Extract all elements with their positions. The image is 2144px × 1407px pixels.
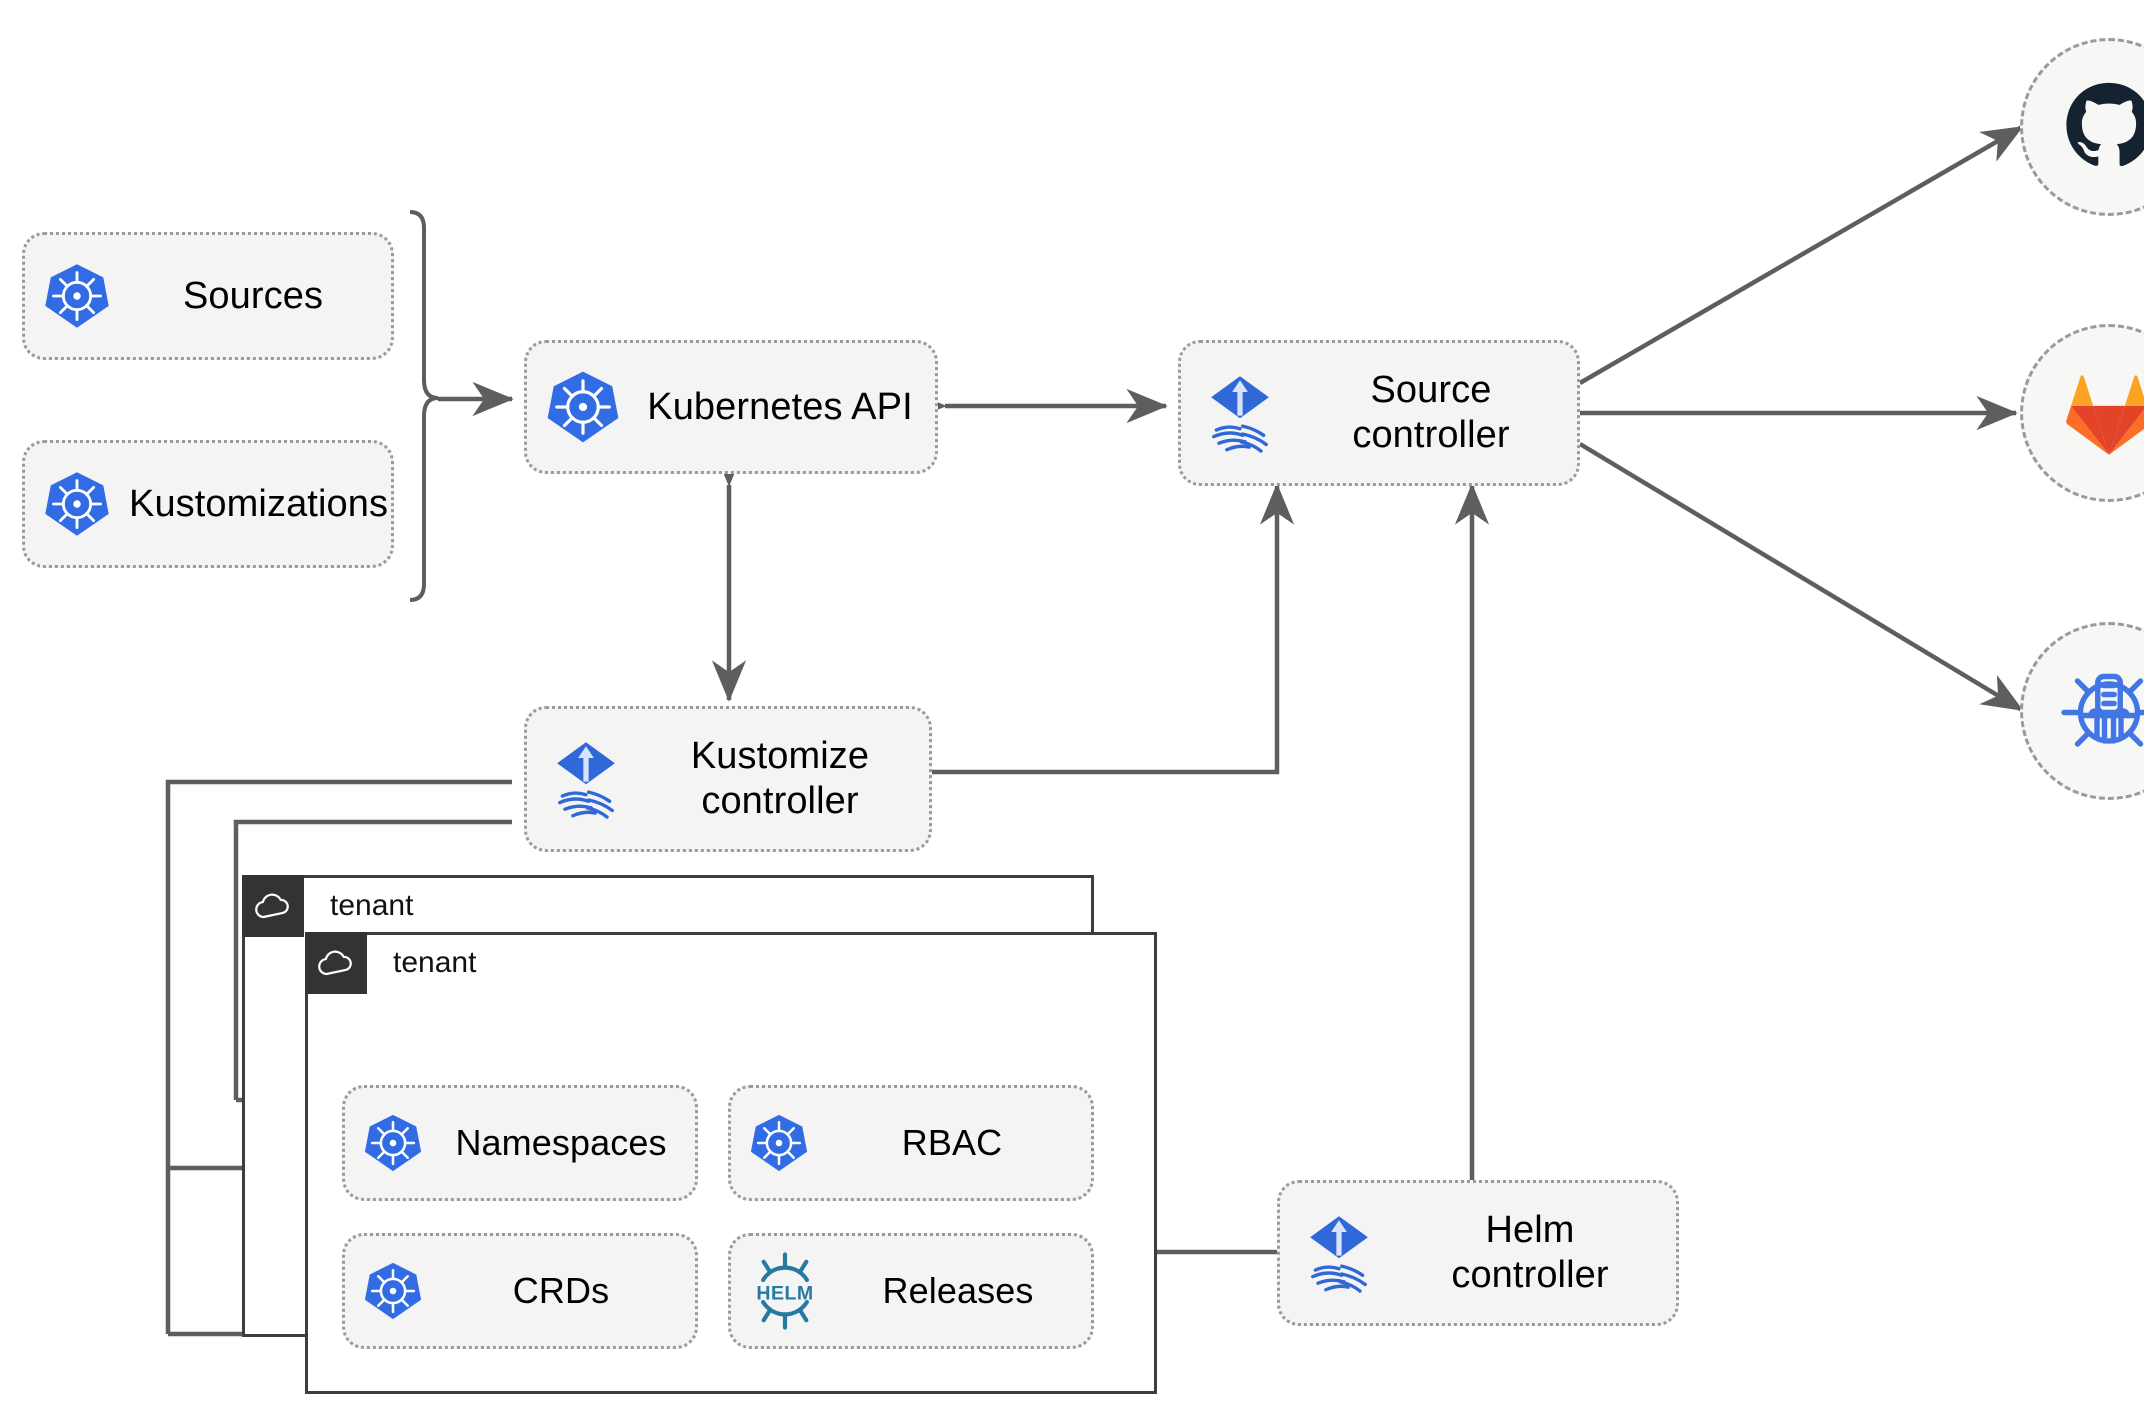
kubernetes-api-box[interactable]: Kubernetes API [524,340,938,474]
provider-helm-repository[interactable] [2020,622,2144,800]
tenant-tab: tenant [242,875,413,937]
provider-gitlab[interactable] [2020,324,2144,502]
tenant-resource-label: Namespaces [455,1121,667,1163]
resource-label: Kustomizations [129,482,389,525]
github-icon [2066,82,2144,167]
svg-text:HELM: HELM [756,1283,813,1305]
resource-label: Sources [182,274,324,317]
tenant-resource-label: RBAC [901,1121,1003,1163]
gitlab-icon [2066,375,2144,455]
provider-github[interactable] [2020,38,2144,216]
tenant-resource-rbac[interactable]: RBAC [728,1085,1094,1201]
tenant-resource-crds[interactable]: CRDs [342,1233,698,1349]
kubernetes-api-label: Kubernetes API [647,385,913,428]
kubernetes-icon [25,261,129,331]
source-controller-box[interactable]: Source controller [1178,340,1580,486]
tenant-resource-label: CRDs [512,1269,610,1311]
tenant-resource-releases[interactable]: HELM Releases [728,1233,1094,1349]
kubernetes-icon [731,1112,827,1174]
flux-icon [1181,371,1299,455]
kubernetes-icon [345,1260,441,1322]
helm-controller-box[interactable]: Helm controller [1277,1180,1679,1326]
kustomize-controller-label: Kustomize controller [690,735,870,822]
cloud-icon [242,875,304,937]
tenant-label: tenant [330,889,414,922]
helm-repository-icon [2061,673,2144,747]
tenant-label: tenant [393,946,477,979]
resource-box-sources[interactable]: Sources [22,232,394,360]
flux-icon [1280,1211,1398,1295]
helm-icon: HELM [731,1252,839,1330]
kubernetes-icon [527,368,639,446]
flux-icon [527,737,645,821]
source-controller-label: Source controller [1352,369,1510,456]
tenant-resource-label: Releases [882,1269,1034,1311]
kubernetes-icon [345,1112,441,1174]
kubernetes-icon [25,469,129,539]
resource-box-kustomizations[interactable]: Kustomizations [22,440,394,568]
tenant-container-front[interactable]: tenant Namespaces [305,932,1157,1394]
tenant-tab: tenant [305,932,476,994]
kustomize-controller-box[interactable]: Kustomize controller [524,706,932,852]
helm-controller-label: Helm controller [1451,1209,1609,1296]
cloud-icon [305,932,367,994]
tenant-resource-namespaces[interactable]: Namespaces [342,1085,698,1201]
